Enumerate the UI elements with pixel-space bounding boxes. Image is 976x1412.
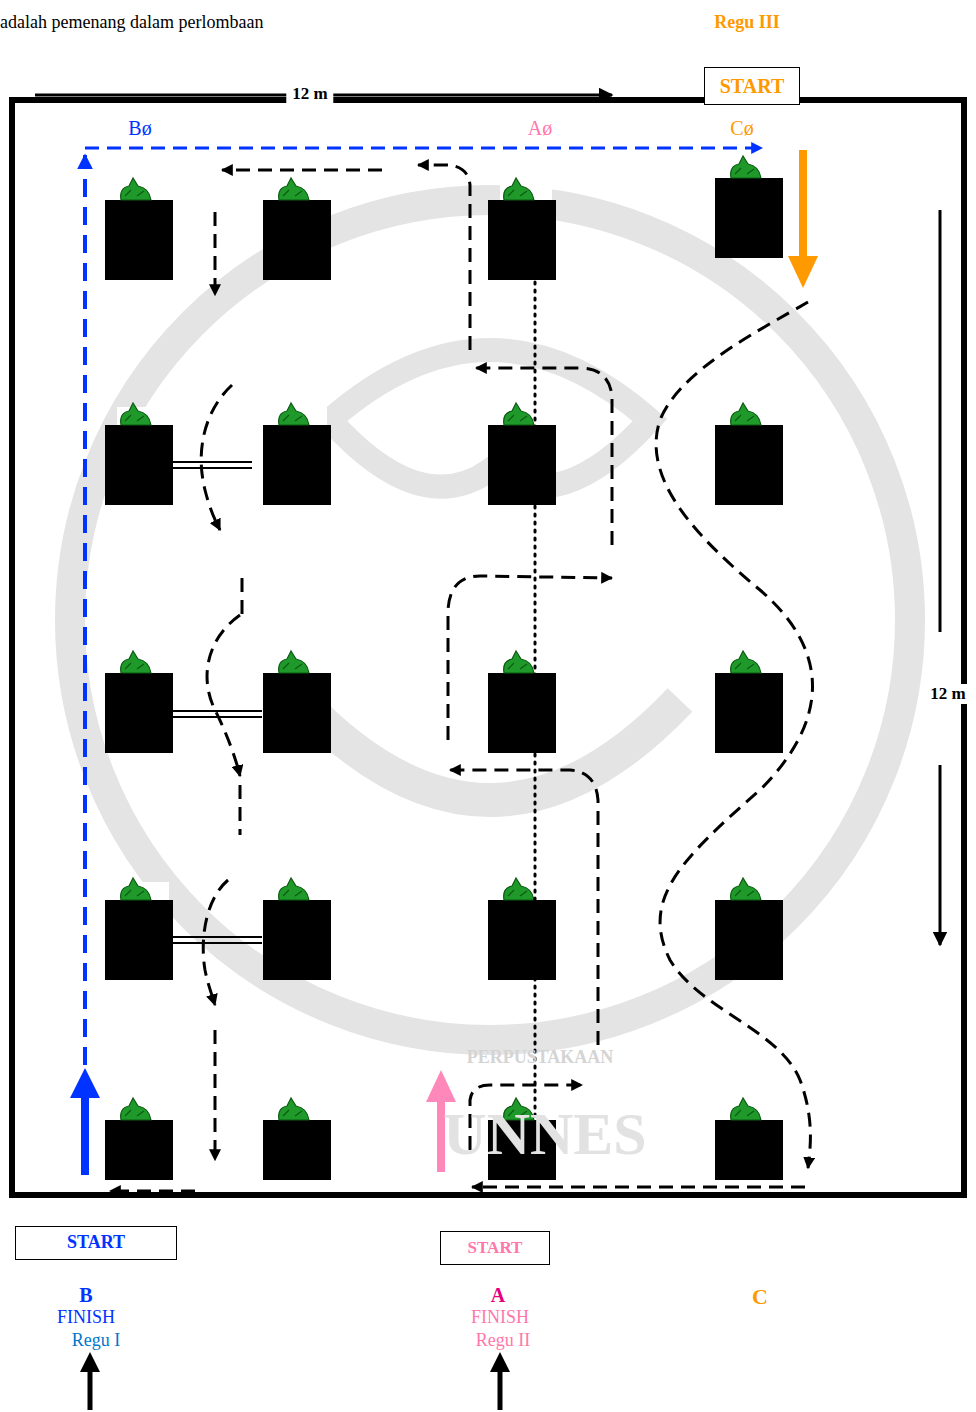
start-text: START [468, 1239, 523, 1258]
field-label: adalah pemenang dalam perlombaan [0, 12, 263, 33]
start-box: START [440, 1231, 550, 1265]
field-label: 12 m [286, 84, 333, 104]
start-text: START [720, 75, 785, 97]
plant-pot [488, 651, 556, 753]
start-text: START [67, 1233, 125, 1253]
plant-pot [105, 1098, 173, 1180]
plant-pot [715, 878, 783, 980]
plant-pot [105, 403, 173, 505]
plant-pot [105, 878, 173, 980]
plant-pot [488, 878, 556, 980]
field-label: 12 m [924, 684, 971, 704]
field-border [12, 100, 964, 1195]
plant-pot [263, 878, 331, 980]
field-label: Aø [528, 117, 552, 140]
watermark-text: UNNES [443, 1100, 646, 1169]
bar-pairs [172, 462, 262, 943]
plant-pot [263, 1098, 331, 1180]
field-label: B [79, 1284, 92, 1307]
plant-pot [715, 1098, 783, 1180]
field-label: Regu I [72, 1330, 121, 1351]
dotted-line [534, 282, 537, 1120]
plant-pot [105, 178, 173, 280]
plant-pot [488, 403, 556, 505]
start-box: START [704, 67, 800, 105]
field-label: Bø [128, 117, 151, 140]
field-label: Regu III [714, 12, 780, 33]
plant-pot [263, 651, 331, 753]
dimension-line [939, 210, 942, 632]
plant-pot [263, 178, 331, 280]
field-label: FINISH [57, 1307, 115, 1328]
field-label: Cø [730, 117, 753, 140]
plant-pots [105, 156, 783, 1180]
plant-pot [263, 403, 331, 505]
dimension-line [939, 765, 942, 945]
start-arrow-regu-3 [788, 150, 818, 288]
plant-pot [715, 403, 783, 505]
watermark-logo [70, 200, 910, 1040]
field-label: C [752, 1284, 768, 1309]
plant-pot [715, 651, 783, 753]
plant-pot [715, 156, 783, 258]
route-regu-1 [70, 148, 762, 1175]
plant-pot [105, 651, 173, 753]
field-label: A [491, 1284, 505, 1307]
plant-pot [488, 178, 556, 280]
watermark-text: PERPUSTAKAAN [467, 1047, 614, 1068]
finish-arrows [80, 1352, 510, 1410]
dashed-routes [110, 165, 813, 1191]
field-label: Regu II [476, 1330, 530, 1351]
field-label: FINISH [471, 1307, 529, 1328]
start-box: START [15, 1226, 177, 1260]
